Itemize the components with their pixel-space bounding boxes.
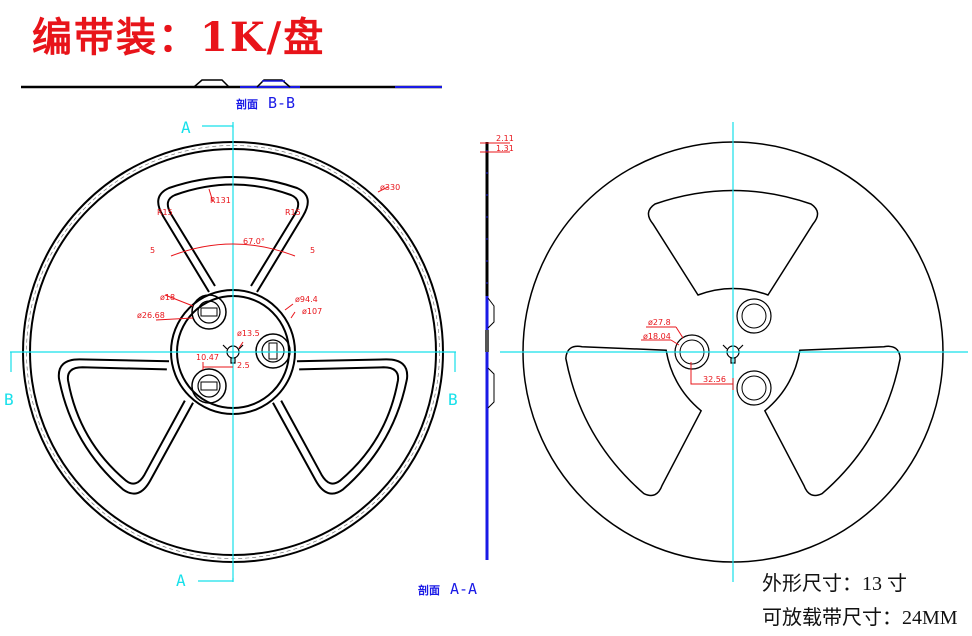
spec-tape-width: 可放载带尺寸：24MM xyxy=(762,607,958,629)
dim-right-hole: ø18.04 xyxy=(643,332,671,341)
dim-rib-left: 5 xyxy=(150,246,155,255)
section-bb-prefix: 剖面 xyxy=(236,98,258,111)
dim-corner-left: R15 xyxy=(157,208,173,217)
dim-right-boss: ø27.8 xyxy=(648,318,671,327)
cut-label-b-left: B xyxy=(4,390,14,409)
dim-key-offset: 10.47 xyxy=(196,353,219,362)
cut-label-a-top: A xyxy=(181,118,191,137)
dim-angle: 67.0° xyxy=(243,237,265,246)
cut-label-b-right: B xyxy=(448,390,458,409)
section-bb-label: 剖面 B-B xyxy=(236,94,295,112)
spec-reel-size: 外形尺寸：13 寸 xyxy=(762,573,907,595)
section-aa-name: A-A xyxy=(450,580,478,598)
dim-side-top: 2.11 xyxy=(496,134,514,143)
left-reel xyxy=(10,122,456,582)
cut-label-a-bottom: A xyxy=(176,571,186,590)
section-bb-name: B-B xyxy=(268,94,296,112)
right-reel xyxy=(500,122,968,582)
dim-key-width: 2.5 xyxy=(237,361,250,370)
dim-hole-boss: ø26.68 xyxy=(137,311,165,320)
dim-outer-dia: ø330 xyxy=(380,183,400,192)
section-aa-profile xyxy=(480,142,510,560)
dim-right-offset: 32.56 xyxy=(703,375,726,384)
section-bb-profile xyxy=(21,79,442,89)
packaging-title: 编带装：1K/盘 xyxy=(32,14,326,61)
dim-rib-right: 5 xyxy=(310,246,315,255)
dim-hub-inner: ø94.4 xyxy=(295,295,318,304)
section-cut-markers xyxy=(10,125,456,582)
dim-corner-right: R15 xyxy=(285,208,301,217)
dim-window-radius: R131 xyxy=(210,196,231,205)
dim-arbor: ø13.5 xyxy=(237,329,260,338)
dim-hole: ø18 xyxy=(160,293,175,302)
dim-side-second: 1.31 xyxy=(496,144,514,153)
section-aa-prefix: 剖面 xyxy=(418,584,440,597)
dim-hub-outer: ø107 xyxy=(302,307,322,316)
section-aa-label: 剖面 A-A xyxy=(418,580,477,598)
